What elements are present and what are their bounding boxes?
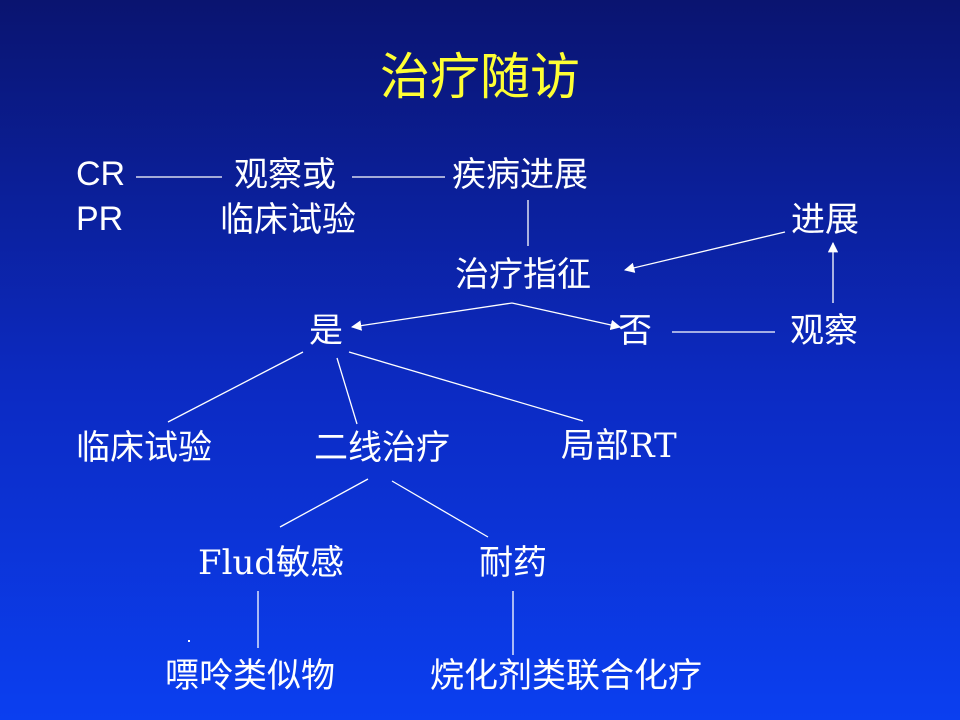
- node-treatment-indication: 治疗指征: [455, 255, 591, 295]
- node-disease-progress: 疾病进展: [452, 155, 588, 195]
- page-title: 治疗随访: [380, 48, 580, 106]
- line-secondline-resistant: [391, 480, 489, 538]
- line-secondline-flud: [279, 478, 369, 528]
- node-resistant: 耐药: [479, 543, 547, 583]
- line-yes-localrt: [348, 351, 584, 422]
- node-second-line: 二线治疗: [314, 428, 450, 468]
- arrow-indication-to-no: [511, 302, 622, 331]
- decorative-dot: [188, 640, 190, 642]
- node-alkylating-combo: 烷化剂类联合化疗: [430, 656, 702, 696]
- node-progress: 进展: [791, 200, 859, 240]
- node-local-rt: 局部RT: [561, 426, 677, 466]
- node-purine-analogs: 嘌呤类似物: [165, 656, 335, 696]
- node-pr: PR: [76, 200, 124, 238]
- node-yes: 是: [309, 311, 343, 351]
- node-clinical-trial-top: 临床试验: [220, 200, 356, 240]
- node-observe-or: 观察或: [234, 155, 336, 195]
- arrow-progress-to-indication: [623, 231, 786, 273]
- line-yes-secondline: [336, 357, 358, 425]
- node-observe: 观察: [790, 311, 858, 351]
- node-clinical-trial: 临床试验: [76, 428, 212, 468]
- node-cr: CR: [76, 155, 126, 193]
- arrow-indication-to-yes: [350, 302, 513, 331]
- node-no: 否: [618, 311, 652, 351]
- node-flud-sensitive: Flud敏感: [198, 543, 345, 583]
- line-yes-clinical: [167, 351, 304, 423]
